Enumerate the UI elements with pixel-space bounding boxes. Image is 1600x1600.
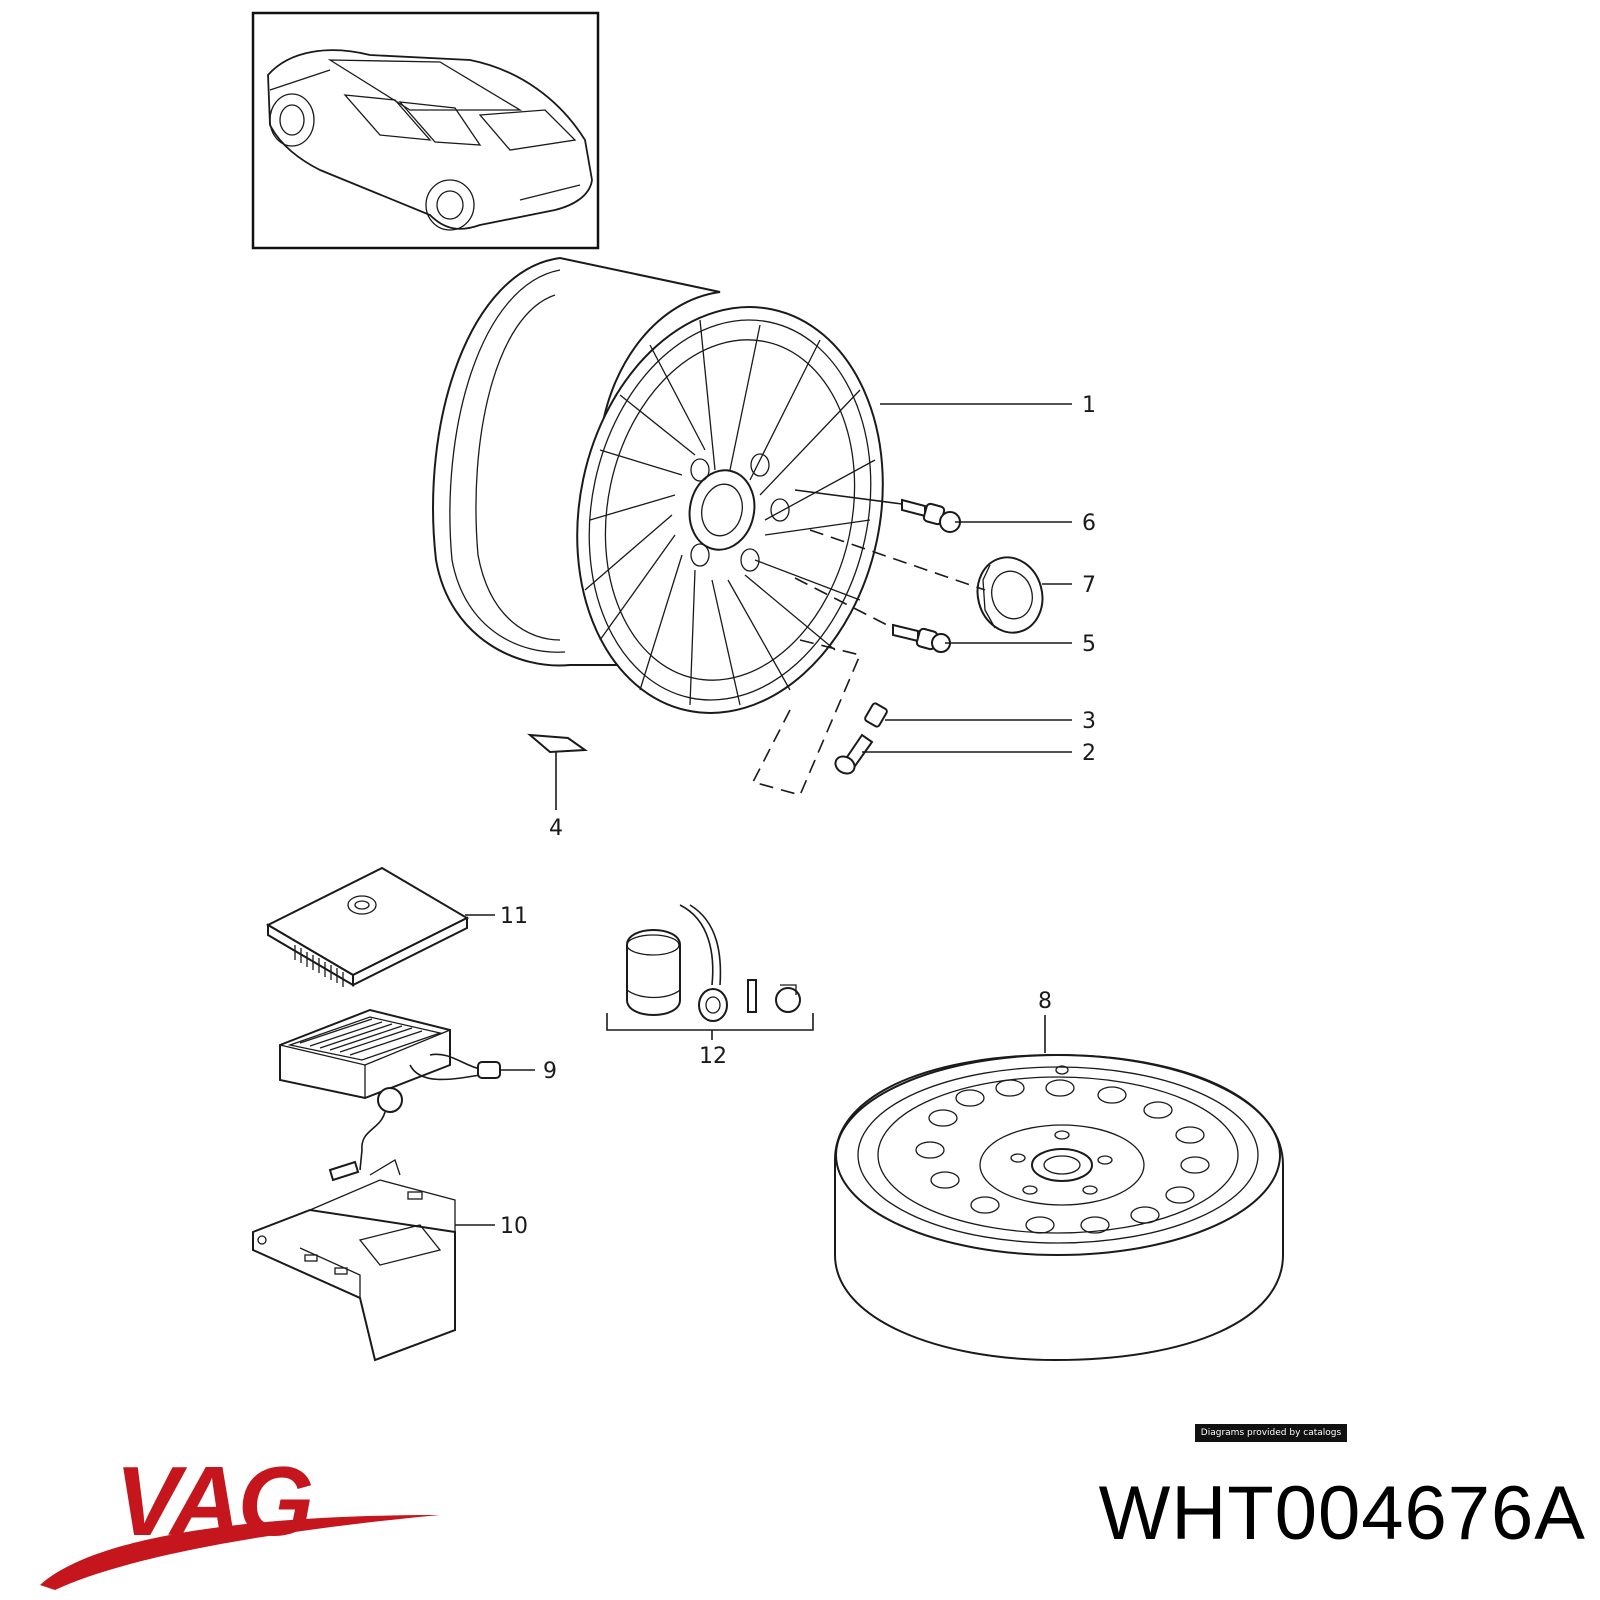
- vag-logo: VAG: [40, 1446, 440, 1590]
- centre-cap-7: [976, 556, 1044, 634]
- spare-wheel-icon: [834, 1053, 1284, 1362]
- sealant-kit-12: [606, 904, 814, 1040]
- callout-2: 2: [1082, 741, 1096, 766]
- callout-11: 11: [500, 904, 528, 929]
- diagram-credit: Diagrams provided by catalogs parts: [1195, 1424, 1347, 1456]
- callout-3: 3: [1082, 709, 1096, 734]
- alloy-wheel-icon: [576, 306, 884, 714]
- callout-9: 9: [543, 1059, 557, 1084]
- callout-7: 7: [1082, 573, 1096, 598]
- control-unit-11: [265, 866, 470, 987]
- assembly-lines: [751, 489, 986, 796]
- callout-labels: 1 6 7 5 3 2 4 11 9 10 12 8: [500, 393, 1096, 1239]
- callout-5: 5: [1082, 632, 1096, 657]
- compressor-9: [279, 1008, 501, 1182]
- callout-1: 1: [1082, 393, 1096, 418]
- callout-4: 4: [549, 816, 563, 841]
- bracket-10: [252, 1159, 456, 1362]
- brand-name: VAG: [115, 1446, 312, 1556]
- wheel-bolt-6: [901, 498, 961, 533]
- logo-swoosh: [40, 1515, 440, 1590]
- wheel-bolt-5: [892, 623, 951, 653]
- callout-10: 10: [500, 1214, 528, 1239]
- vehicle-thumbnail: [251, 11, 600, 250]
- valve-cap-3: [864, 702, 888, 728]
- leader-lines: [455, 403, 1072, 1226]
- callout-8: 8: [1038, 989, 1052, 1014]
- car-icon: [267, 49, 593, 231]
- part-number: WHT004676A: [1098, 1471, 1586, 1556]
- balance-weight-4: [526, 733, 588, 754]
- callout-12: 12: [699, 1044, 727, 1069]
- tyre-valve-2: [834, 733, 874, 775]
- alloy-wheel: [432, 256, 884, 714]
- callout-6: 6: [1082, 511, 1096, 536]
